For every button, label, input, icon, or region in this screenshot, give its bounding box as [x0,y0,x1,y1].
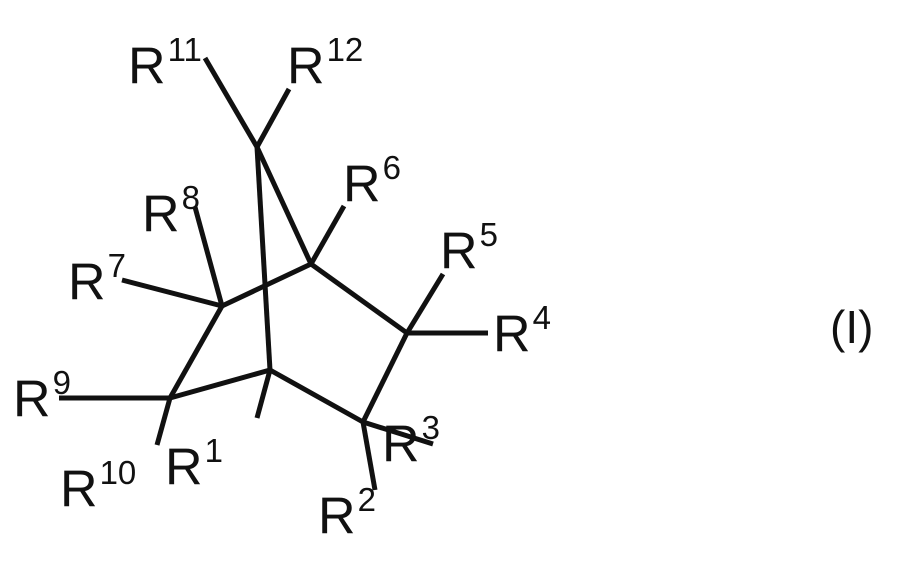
substituent-r6: R6 [343,149,401,214]
formula-label: (I) [830,301,874,353]
substituent-r1: R1 [165,432,223,497]
substituent-r12: R12 [287,31,364,96]
substituent-r4: R4 [493,299,551,364]
substituent-r3: R3 [382,409,440,474]
substituent-r2: R2 [318,481,376,546]
substituent-r5: R5 [440,216,498,281]
substituent-r10: R10 [60,454,137,519]
substituent-r7: R7 [68,247,126,312]
substituent-r9: R9 [13,364,71,429]
substituent-r11: R11 [128,31,202,96]
substituent-r8: R8 [142,179,200,244]
